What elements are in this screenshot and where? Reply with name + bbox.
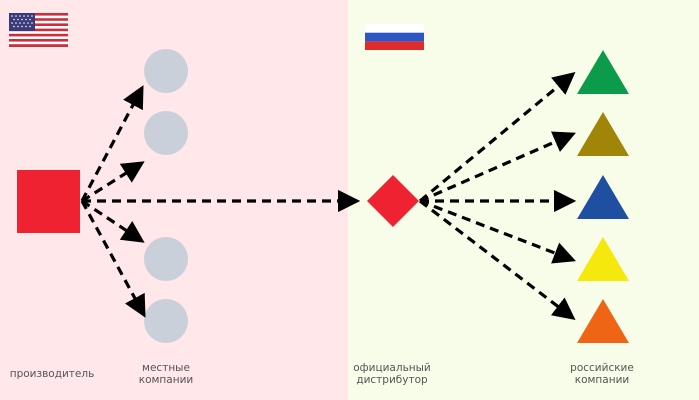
local-company-circle [144,49,188,93]
russian-company-triangle [577,175,629,219]
arrow [80,85,144,202]
producer-square [17,170,80,233]
local-company-circle [144,299,188,343]
usa-flag-icon [9,13,68,47]
distributor-label-line1: официальный [353,362,431,374]
distributor-label-line2: дистрибутор [356,374,428,386]
distributor-diamond [367,175,419,227]
russian-company-triangle [577,50,629,94]
local-company-circle [144,111,188,155]
producer-label: производитель [10,368,95,380]
arrow [419,131,576,203]
local-company-circle [144,237,188,281]
arrow [419,199,576,264]
russian-company-triangle [577,112,629,156]
arrow [418,71,576,203]
russian-companies-label-line1: российские [570,362,634,374]
russian-company-triangle [577,237,629,281]
arrow [81,161,145,203]
russian-company-triangle [577,299,629,343]
russian-companies-label-line2: компании [575,374,630,386]
local-companies-label-line1: местные [142,362,190,374]
arrow [419,199,576,320]
local-companies-label-line2: компании [139,374,194,386]
arrow [80,200,146,318]
russia-flag-icon [365,24,424,50]
arrow [81,199,145,243]
